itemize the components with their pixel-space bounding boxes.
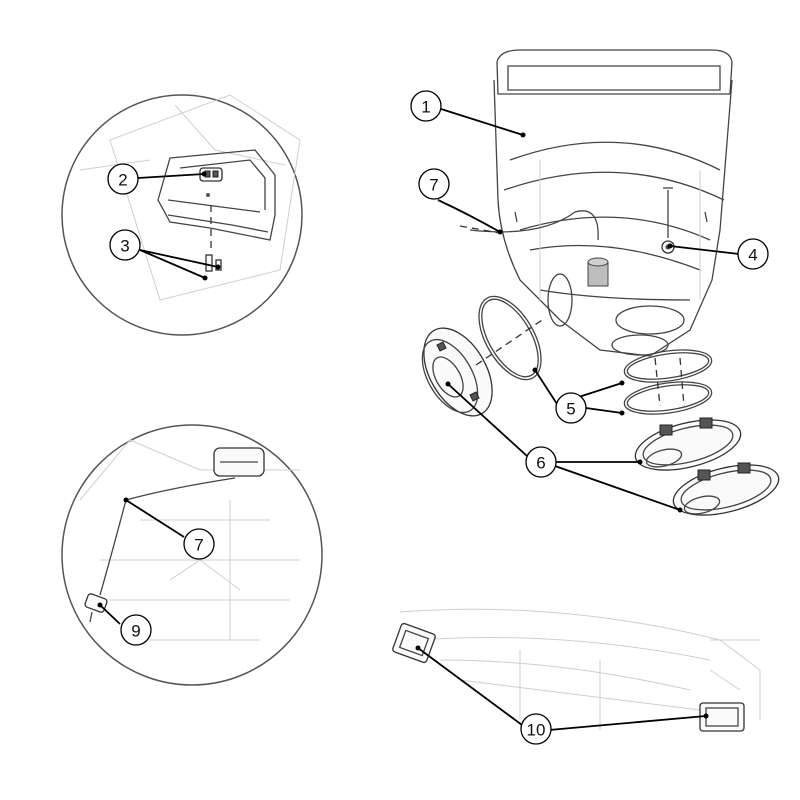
callout-1: 1 [410, 90, 442, 122]
callout-3: 3 [109, 229, 141, 261]
callout-3-label: 3 [120, 237, 129, 256]
callout-7-main: 7 [418, 168, 450, 200]
callout-6: 6 [525, 446, 557, 478]
callout-6-label: 6 [536, 454, 545, 473]
clip-part [199, 167, 223, 182]
callout-9: 9 [120, 614, 152, 646]
callout-7-main-label: 7 [429, 176, 438, 195]
lens-cover-right-lower [672, 462, 780, 516]
seal-ring-left [478, 295, 542, 381]
lens-cover-left [421, 327, 493, 417]
callout-4-label: 4 [748, 246, 757, 265]
plug-part [587, 257, 609, 287]
callout-5: 5 [555, 392, 587, 424]
detail-view-bracket [61, 94, 303, 336]
callout-10-label: 10 [527, 721, 546, 740]
callout-7-detail: 7 [183, 528, 215, 560]
cable-connector [213, 447, 265, 477]
callout-4: 4 [737, 238, 769, 270]
lens-cover-right-upper [634, 417, 742, 471]
leader-lines [97, 108, 740, 731]
main-exploded-view [421, 49, 780, 516]
seal-ring-right-lower [623, 381, 713, 415]
seal-ring-right-upper [623, 349, 713, 383]
callout-5-label: 5 [566, 400, 575, 419]
callout-2: 2 [107, 163, 139, 195]
grommet-part [661, 187, 675, 254]
callout-7-detail-label: 7 [194, 536, 203, 555]
callout-10: 10 [520, 713, 552, 745]
callout-9-label: 9 [131, 622, 140, 641]
callout-1-label: 1 [421, 98, 430, 117]
callout-2-label: 2 [118, 171, 127, 190]
